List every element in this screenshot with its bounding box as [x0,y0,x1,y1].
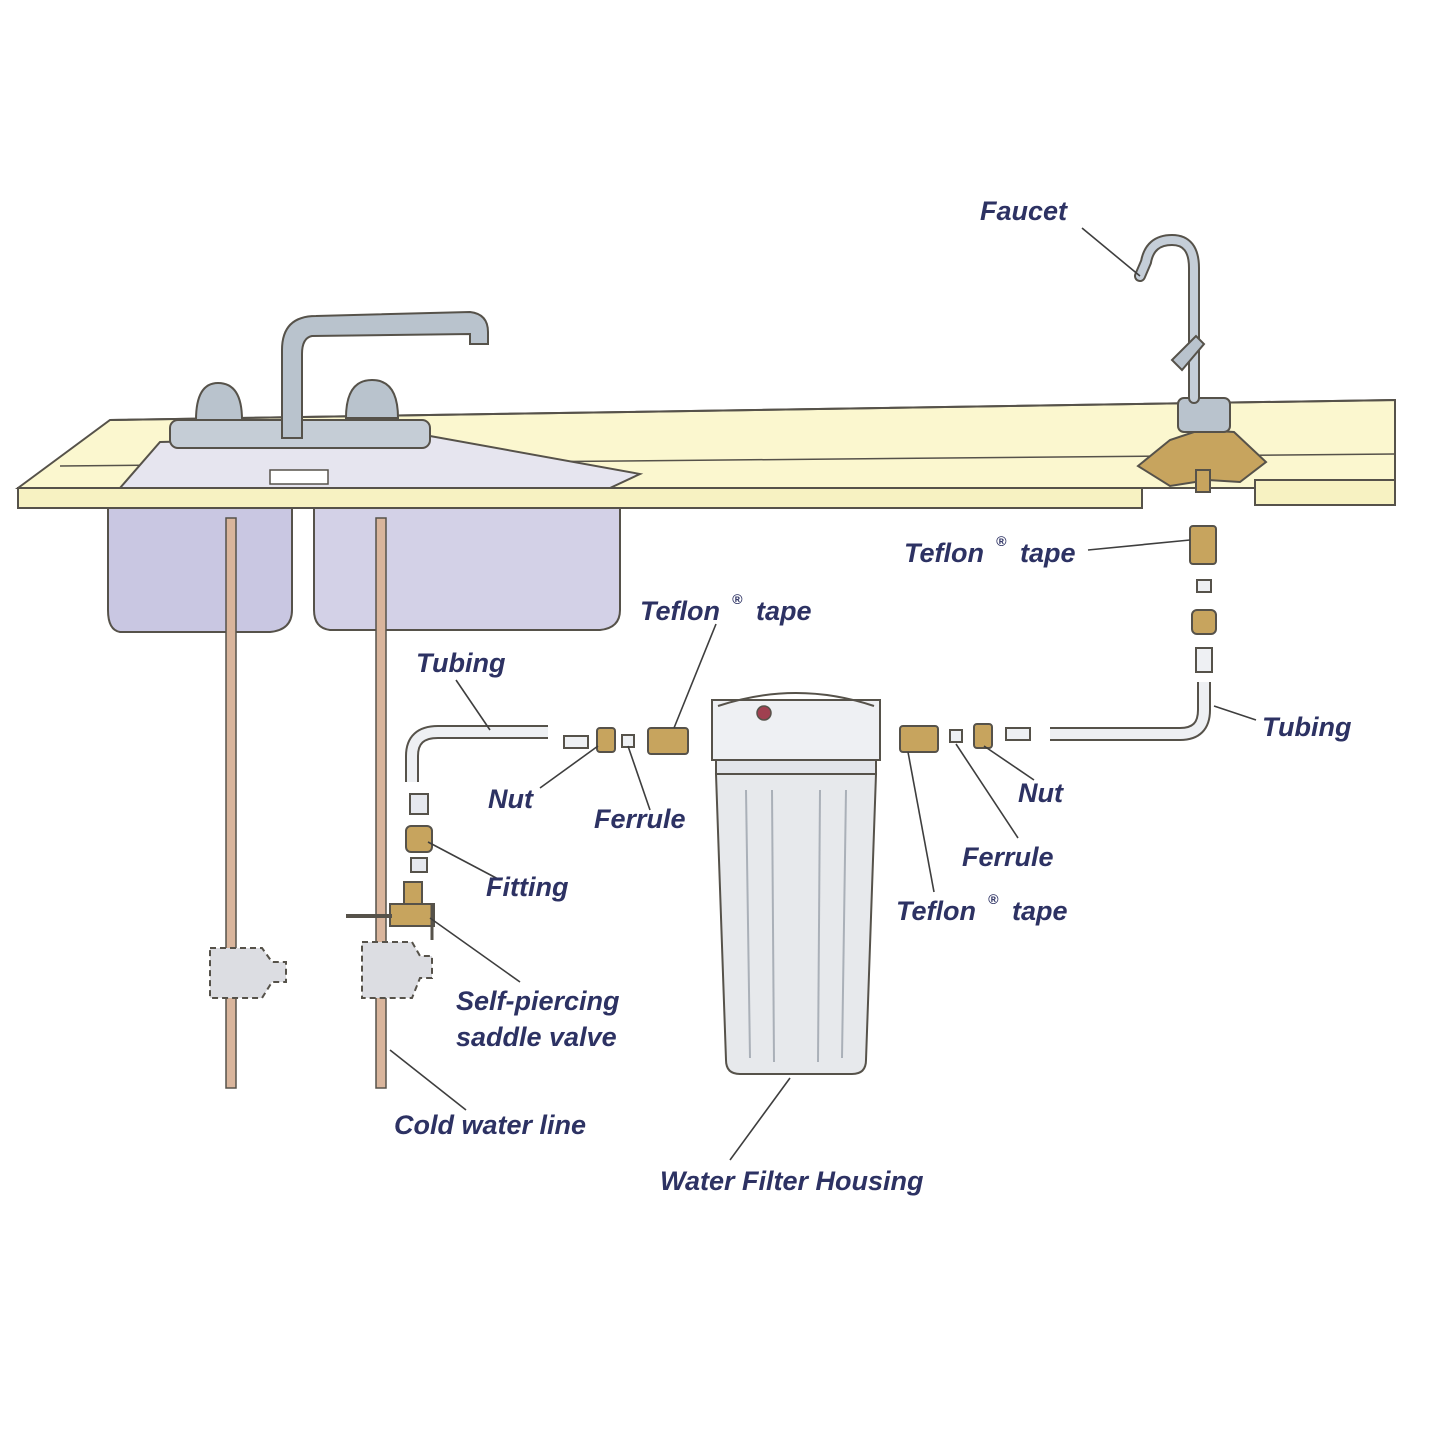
label-teflon-tape-faucet: Teflon ® tape [904,533,1076,568]
connection-parts-right [899,723,1031,753]
water-filter-housing [711,692,881,1075]
leader-lines [389,227,1257,1161]
supply-pipes [209,517,433,1089]
label-teflon-tape-outlet: Teflon ® tape [896,891,1068,926]
label-ferrule-left: Ferrule [594,804,686,834]
svg-text:Teflon: Teflon [640,596,720,626]
fitting-left [405,793,433,873]
callout-labels: Faucet Teflon ® tape Teflon ® tape Tubin… [394,196,1352,1196]
svg-text:Teflon: Teflon [904,538,984,568]
label-nut-right: Nut [1018,778,1064,808]
label-fitting: Fitting [486,872,569,902]
tubing-right [1050,682,1211,741]
label-water-filter-housing: Water Filter Housing [660,1166,924,1196]
label-tubing-right: Tubing [1262,712,1352,742]
svg-text:saddle valve: saddle valve [456,1022,617,1052]
sink [107,310,644,633]
svg-text:tape: tape [756,596,812,626]
tubing-left [405,725,548,782]
label-teflon-tape-inlet: Teflon ® tape [640,591,812,626]
svg-text:®: ® [732,591,743,607]
label-cold-water-line: Cold water line [394,1110,586,1140]
svg-text:Self-piercing: Self-piercing [456,986,620,1016]
label-saddle-valve: Self-piercing saddle valve [456,986,620,1052]
svg-text:®: ® [996,533,1007,549]
label-nut-left: Nut [488,784,534,814]
svg-text:®: ® [988,891,999,907]
label-ferrule-right: Ferrule [962,842,1054,872]
svg-text:tape: tape [1012,896,1068,926]
label-tubing-left: Tubing [416,648,506,678]
drinking-faucet [1134,233,1268,493]
fitting-right [1189,525,1217,673]
saddle-valve [346,881,435,940]
label-faucet: Faucet [980,196,1068,226]
svg-text:Teflon: Teflon [896,896,976,926]
connection-parts-left [563,727,689,755]
svg-text:tape: tape [1020,538,1076,568]
